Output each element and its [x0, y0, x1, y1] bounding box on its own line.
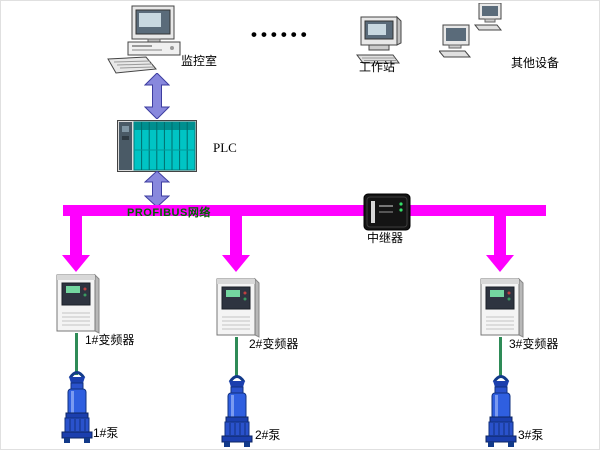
label-repeater: 中继器 — [367, 231, 404, 245]
profibus-label: PROFIBUS网络 — [127, 207, 211, 219]
label-vfd-3: 3#变频器 — [509, 337, 559, 351]
ellipsis-dots: •••••• — [251, 25, 311, 44]
vfd-1-icon — [55, 273, 101, 335]
link-vfd3-pump3 — [499, 337, 502, 377]
arrow-plc-bus-icon — [144, 171, 170, 207]
arrow-computer-plc-icon — [144, 73, 170, 119]
label-vfd-1: 1#变频器 — [85, 333, 135, 347]
bus-drop-arrow-2 — [222, 214, 250, 272]
link-vfd2-pump2 — [235, 337, 238, 377]
profibus-bus — [63, 205, 546, 216]
pump-1-icon — [57, 369, 97, 447]
pump-3-icon — [481, 373, 521, 449]
label-monitor-room: 监控室 — [181, 54, 218, 68]
plc-icon — [117, 120, 197, 172]
link-vfd1-pump1 — [75, 333, 78, 375]
label-pump-2: 2#泵 — [255, 428, 281, 442]
bus-drop-arrow-3 — [486, 214, 514, 272]
other-devices-icon — [439, 3, 509, 61]
label-workstation: 工作站 — [359, 60, 396, 74]
bus-drop-arrow-1 — [62, 214, 90, 272]
pump-2-icon — [217, 373, 257, 449]
label-vfd-2: 2#变频器 — [249, 337, 299, 351]
label-pump-3: 3#泵 — [518, 428, 544, 442]
label-pump-1: 1#泵 — [93, 426, 119, 440]
vfd-3-icon — [479, 277, 525, 339]
workstation-icon — [353, 15, 405, 67]
desktop-computer-icon — [106, 3, 196, 75]
label-other-devices: 其他设备 — [511, 56, 560, 70]
repeater-icon — [363, 193, 411, 231]
vfd-2-icon — [215, 277, 261, 339]
label-plc: PLC — [213, 140, 237, 155]
